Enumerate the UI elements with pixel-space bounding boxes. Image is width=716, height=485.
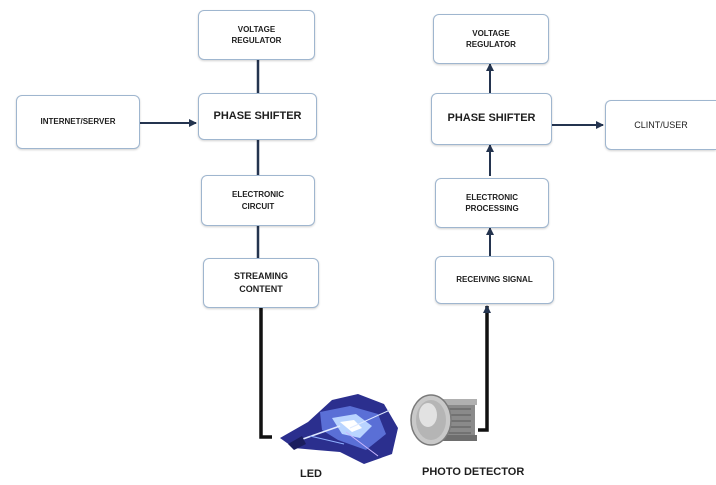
connector-detector-to-receiving bbox=[478, 305, 491, 432]
phase-shifter-label-left: PHASE SHIFTER bbox=[213, 109, 302, 122]
streaming-content-label: STREAMING CONTENT bbox=[234, 271, 288, 294]
client-user-box: CLINT/USER bbox=[605, 100, 716, 150]
led-caption: LED bbox=[300, 468, 322, 480]
receiving-signal-box: RECEIVING SIGNAL bbox=[435, 256, 554, 304]
voltage-regulator-box-right: VOLTAGE REGULATOR bbox=[433, 14, 549, 64]
voltage-regulator-label-left: VOLTAGE REGULATOR bbox=[231, 24, 282, 45]
internet-server-box: INTERNET/SERVER bbox=[16, 95, 140, 149]
voltage-regulator-label-right: VOLTAGE REGULATOR bbox=[466, 28, 516, 49]
client-user-label: CLINT/USER bbox=[634, 119, 688, 130]
electronic-processing-label: ELECTRONIC PROCESSING bbox=[465, 192, 519, 213]
voltage-regulator-box-left: VOLTAGE REGULATOR bbox=[198, 10, 315, 60]
phase-shifter-box-left: PHASE SHIFTER bbox=[198, 93, 317, 140]
electronic-circuit-label: ELECTRONIC CIRCUIT bbox=[232, 190, 284, 211]
electronic-circuit-box: ELECTRONIC CIRCUIT bbox=[201, 175, 315, 226]
electronic-processing-box: ELECTRONIC PROCESSING bbox=[435, 178, 549, 228]
streaming-content-box: STREAMING CONTENT bbox=[203, 258, 319, 308]
led-image bbox=[280, 394, 398, 464]
internet-server-label: INTERNET/SERVER bbox=[40, 117, 116, 127]
connector-streaming-to-led bbox=[259, 308, 272, 439]
phase-shifter-label-right: PHASE SHIFTER bbox=[447, 112, 536, 125]
receiving-signal-label: RECEIVING SIGNAL bbox=[456, 275, 533, 285]
photo-detector-image bbox=[410, 394, 477, 446]
photo-detector-caption: PHOTO DETECTOR bbox=[422, 466, 525, 478]
phase-shifter-box-right: PHASE SHIFTER bbox=[431, 93, 552, 145]
